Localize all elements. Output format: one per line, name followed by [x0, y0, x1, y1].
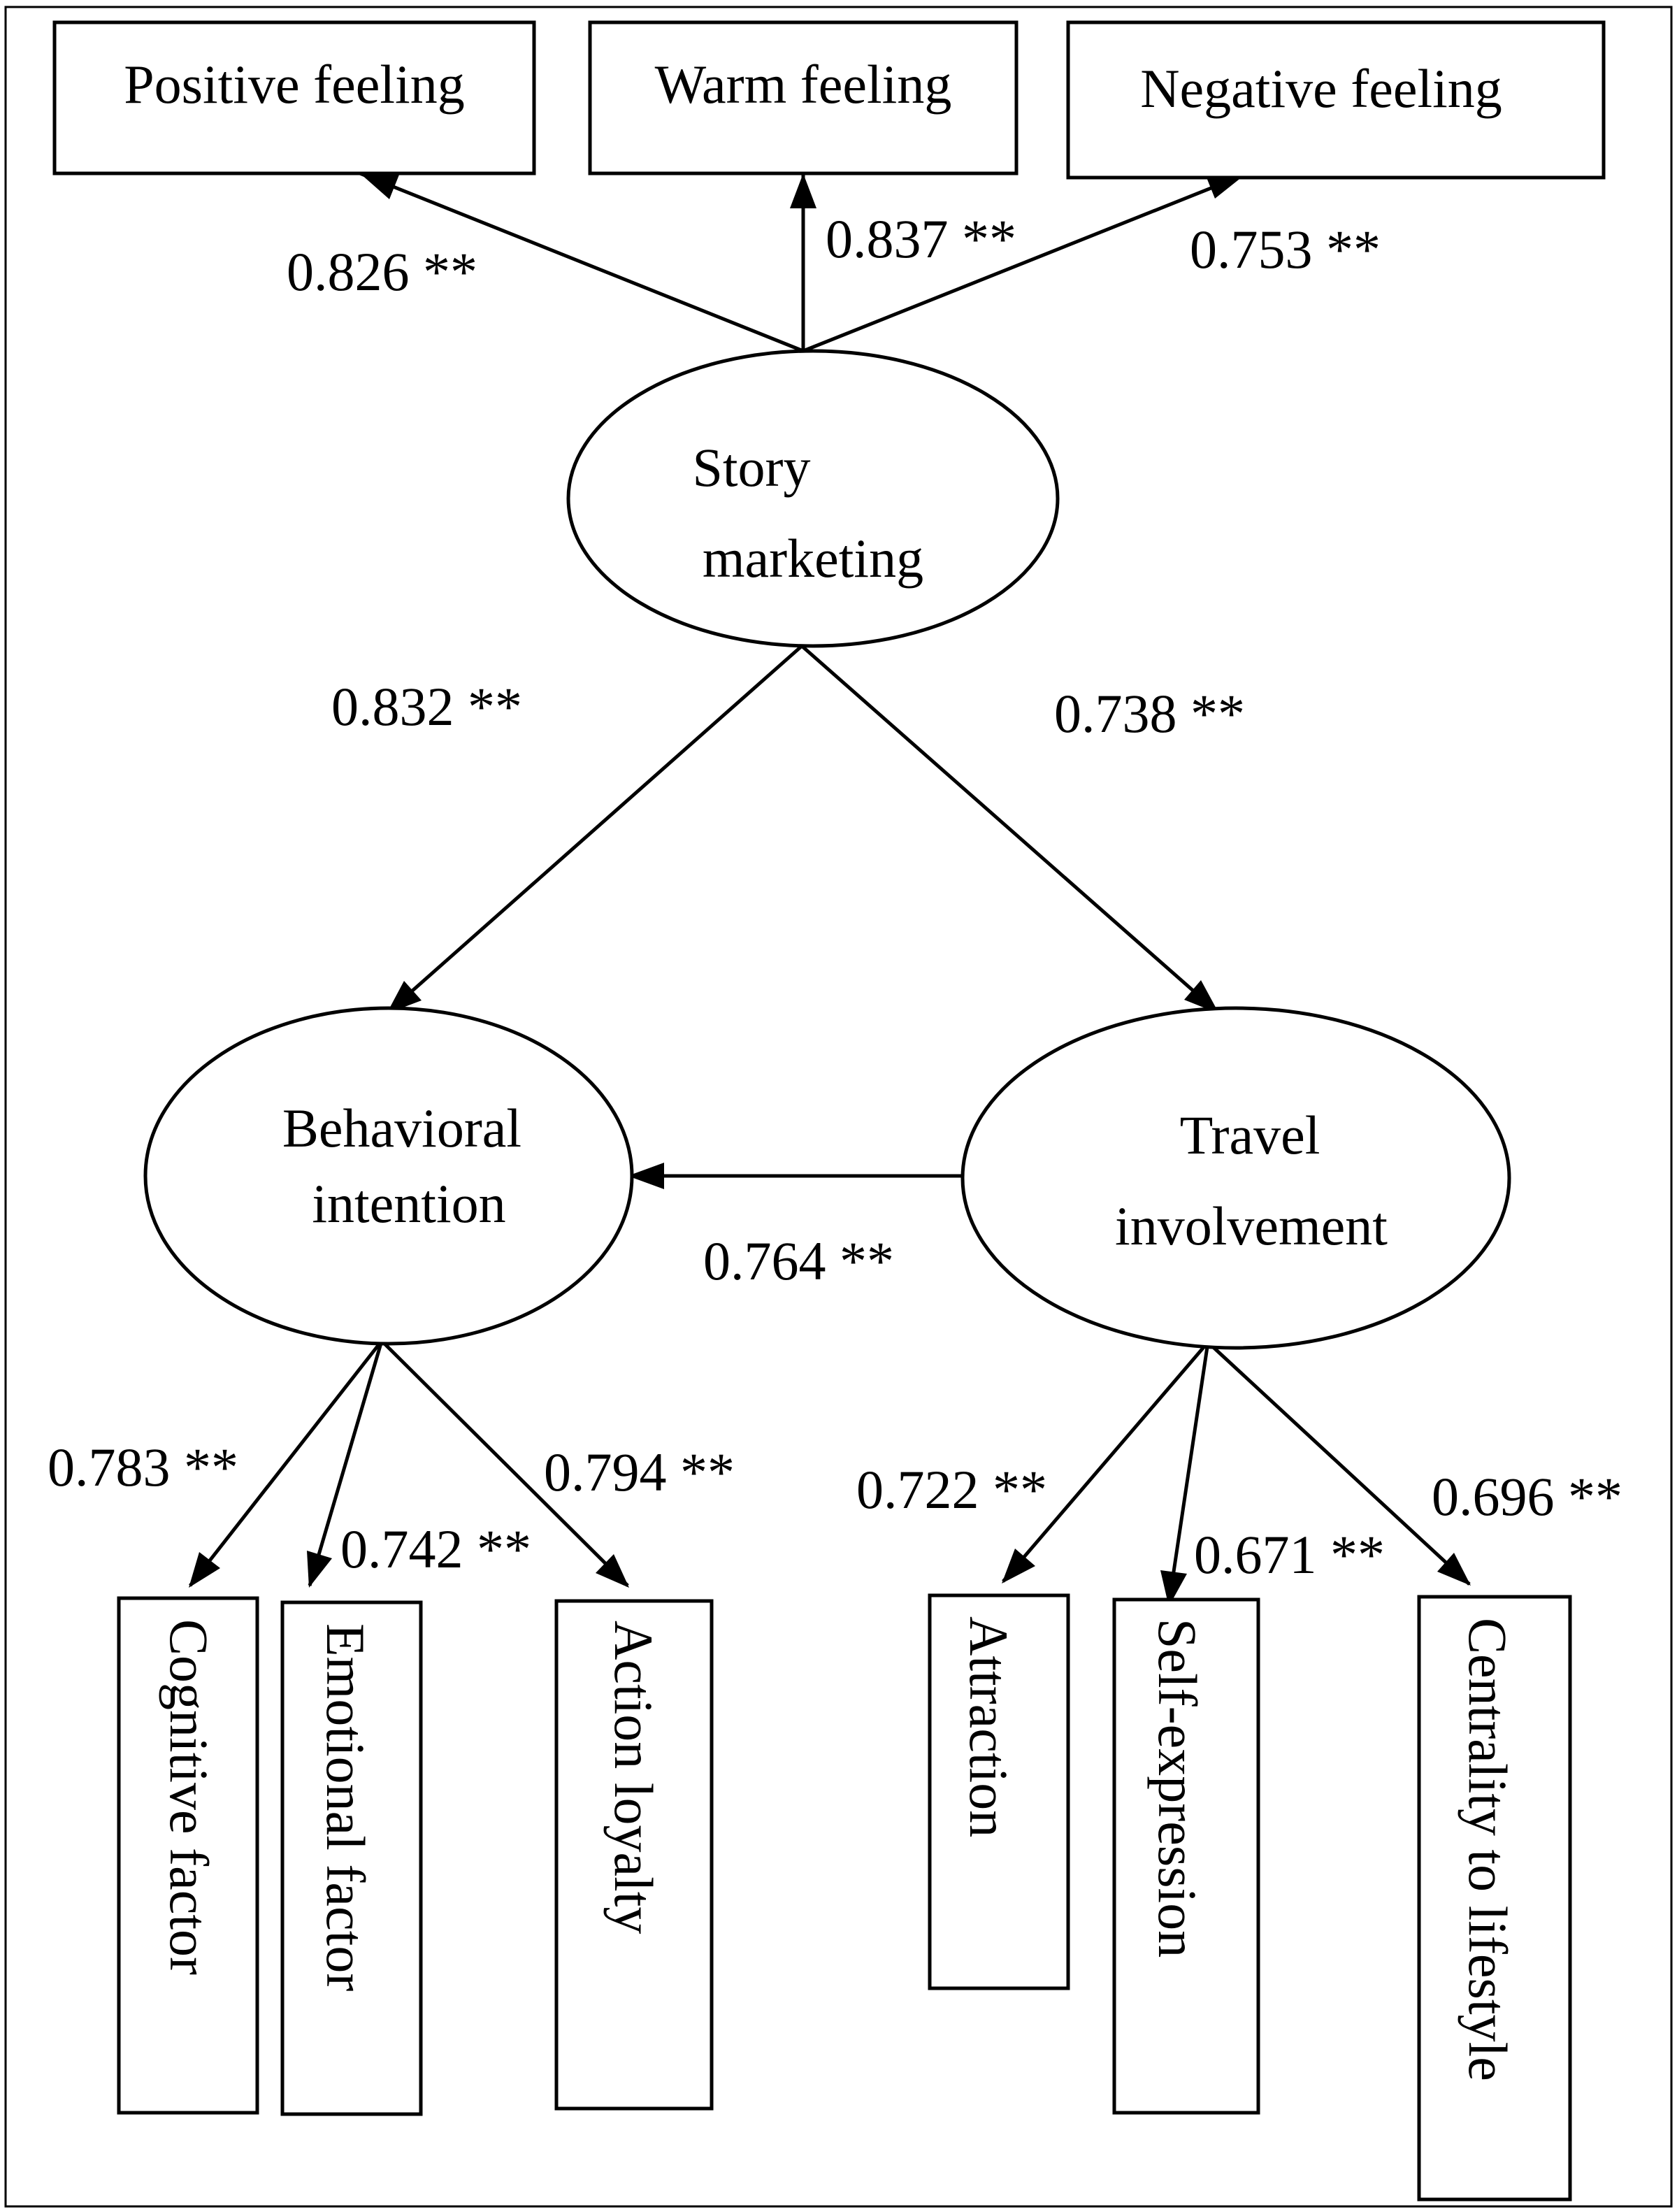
cognitive-factor-label: Cognitive factor — [159, 1619, 219, 1975]
node-attraction: Attraction — [928, 1593, 1070, 1990]
travel-involvement-label-line1: Travel — [1180, 1105, 1320, 1165]
node-story-marketing: Story marketing — [566, 349, 1060, 648]
arrowhead-self-expression — [1160, 1570, 1187, 1607]
story-marketing-label-line1: Story — [692, 437, 810, 498]
warm-feeling-label: Warm feeling — [655, 54, 952, 115]
arrowhead-cognitive — [189, 1552, 220, 1588]
arrowhead-positive — [360, 173, 399, 199]
arrowhead-attraction — [1002, 1549, 1035, 1583]
label-sm-warm: 0.837 ** — [826, 208, 1016, 269]
label-ti-attraction: 0.722 ** — [856, 1459, 1047, 1520]
warm-feeling-box — [588, 20, 1019, 175]
emotional-factor-label: Emotional factor — [315, 1623, 376, 1991]
arrow-behavioral-to-emotional — [308, 1340, 384, 1586]
centrality-to-lifestyle-label: Centrality to lifestyle — [1458, 1618, 1518, 2081]
label-sm-behavioral: 0.832 ** — [331, 676, 522, 737]
node-centrality-to-lifestyle: Centrality to lifestyle — [1417, 1595, 1572, 2202]
action-loyalty-label: Action loyalty — [603, 1621, 664, 1934]
arrowhead-action — [596, 1554, 629, 1588]
node-cognitive-factor: Cognitive factor — [117, 1596, 259, 2115]
self-expression-label: Self-expression — [1147, 1618, 1208, 1958]
edge-labels: 0.826 ** 0.837 ** 0.753 ** 0.832 ** 0.73… — [48, 208, 1622, 1585]
label-bi-emotional: 0.742 ** — [340, 1518, 531, 1579]
travel-involvement-label-line2: involvement — [1115, 1195, 1388, 1256]
story-marketing-label-line2: marketing — [703, 528, 923, 589]
label-ti-self: 0.671 ** — [1194, 1524, 1385, 1585]
arrowhead-centrality — [1437, 1553, 1471, 1586]
arrowhead-emotional — [307, 1551, 332, 1588]
node-positive-feeling: Positive feeling — [52, 20, 536, 175]
node-behavioral-intention: Behavioral intention — [143, 1006, 634, 1346]
arrowhead-warm — [790, 173, 816, 208]
diagram-frame — [4, 6, 1673, 2208]
arrow-story-to-negative — [802, 173, 1245, 353]
arrow-behavioral-to-cognitive — [189, 1340, 383, 1587]
negative-feeling-box — [1066, 20, 1606, 180]
node-travel-involvement: Travel involvement — [960, 1006, 1511, 1350]
label-ti-centrality: 0.696 ** — [1432, 1466, 1622, 1527]
arrow-behavioral-to-action — [380, 1340, 629, 1587]
label-sm-negative: 0.753 ** — [1190, 219, 1381, 280]
arrow-travel-to-self-expression — [1167, 1342, 1210, 1605]
negative-feeling-label: Negative feeling — [1140, 58, 1502, 119]
positive-feeling-box — [52, 20, 536, 175]
cognitive-factor-box — [117, 1596, 259, 2115]
attraction-box — [928, 1593, 1070, 1990]
arrow-travel-to-attraction — [1002, 1341, 1209, 1583]
edges — [189, 171, 1471, 1607]
node-negative-feeling: Negative feeling — [1066, 20, 1606, 180]
arrowhead-negative — [1205, 174, 1246, 199]
self-expression-box — [1112, 1597, 1260, 2115]
behavioral-intention-label-line2: intention — [312, 1173, 505, 1234]
behavioral-intention-ellipse — [143, 1006, 634, 1346]
node-emotional-factor: Emotional factor — [280, 1600, 423, 2116]
action-loyalty-box — [554, 1599, 714, 2111]
attraction-label: Attraction — [958, 1616, 1019, 1837]
node-warm-feeling: Warm feeling — [588, 20, 1019, 175]
arrow-travel-to-centrality — [1207, 1341, 1471, 1586]
label-sm-travel: 0.738 ** — [1054, 683, 1245, 744]
arrowhead-behavioral — [387, 981, 422, 1014]
positive-feeling-label: Positive feeling — [124, 54, 464, 115]
node-action-loyalty: Action loyalty — [554, 1599, 714, 2111]
arrow-story-to-behavioral — [387, 645, 803, 1014]
node-self-expression: Self-expression — [1112, 1597, 1260, 2115]
label-bi-cognitive: 0.783 ** — [48, 1437, 238, 1498]
emotional-factor-box — [280, 1600, 423, 2116]
behavioral-intention-label-line1: Behavioral — [282, 1098, 521, 1158]
travel-involvement-ellipse — [960, 1006, 1511, 1350]
centrality-to-lifestyle-box — [1417, 1595, 1572, 2202]
arrow-story-to-positive — [359, 171, 804, 353]
story-marketing-ellipse — [566, 349, 1060, 648]
arrow-story-to-travel — [800, 645, 1219, 1014]
label-travel-behavioral: 0.764 ** — [703, 1230, 894, 1291]
arrowhead-travel-behavioral — [628, 1163, 664, 1189]
arrowhead-travel — [1184, 980, 1219, 1014]
label-bi-action: 0.794 ** — [544, 1442, 735, 1502]
label-sm-positive: 0.826 ** — [287, 241, 477, 302]
